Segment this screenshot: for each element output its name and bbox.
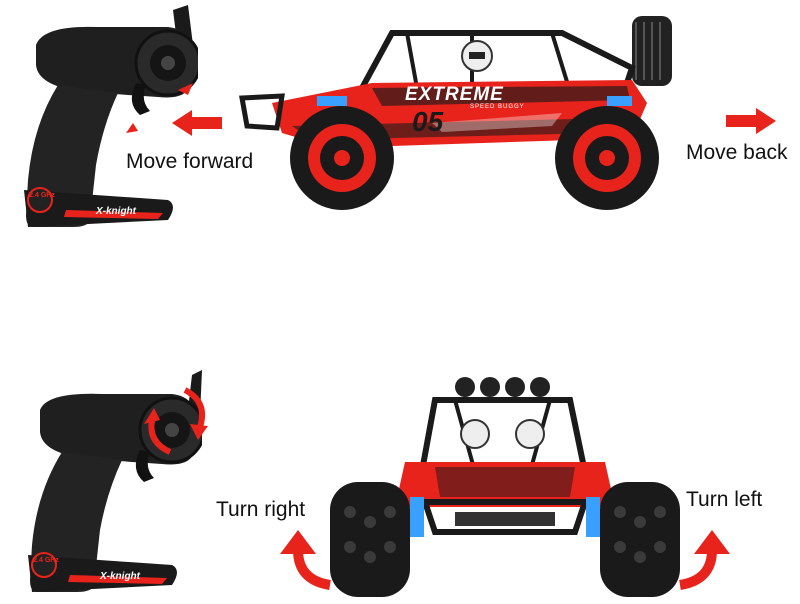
move-back-label: Move back — [686, 141, 788, 164]
curved-arrow-icon — [280, 530, 332, 590]
car-subtext: SPEED BUGGY — [470, 104, 525, 110]
arrow-left-icon — [172, 110, 222, 136]
car-number: 05 — [412, 106, 444, 137]
arrow-right-icon — [726, 108, 776, 134]
remote-badge: 2.4 GHz — [29, 192, 55, 199]
top-section: 2.4 GHz X-knight Move forward — [0, 0, 800, 260]
rc-buggy-front-icon — [330, 377, 680, 597]
car-brand-text: EXTREME — [405, 84, 504, 105]
remote-brand: X-knight — [96, 206, 136, 217]
turn-left-label: Turn left — [686, 488, 763, 511]
remote-brand: X-knight — [100, 571, 140, 582]
rc-buggy-side-icon — [239, 16, 672, 210]
curved-arrow-icon — [678, 530, 730, 590]
turn-right-label: Turn right — [216, 498, 306, 521]
bottom-section: 2.4 GHz X-knight Turn right — [0, 360, 800, 604]
curved-arrow-icon — [144, 387, 208, 455]
remote-badge: 2.4 GHz — [33, 557, 59, 564]
remote-controller-icon — [24, 5, 198, 227]
move-forward-label: Move forward — [126, 150, 254, 173]
